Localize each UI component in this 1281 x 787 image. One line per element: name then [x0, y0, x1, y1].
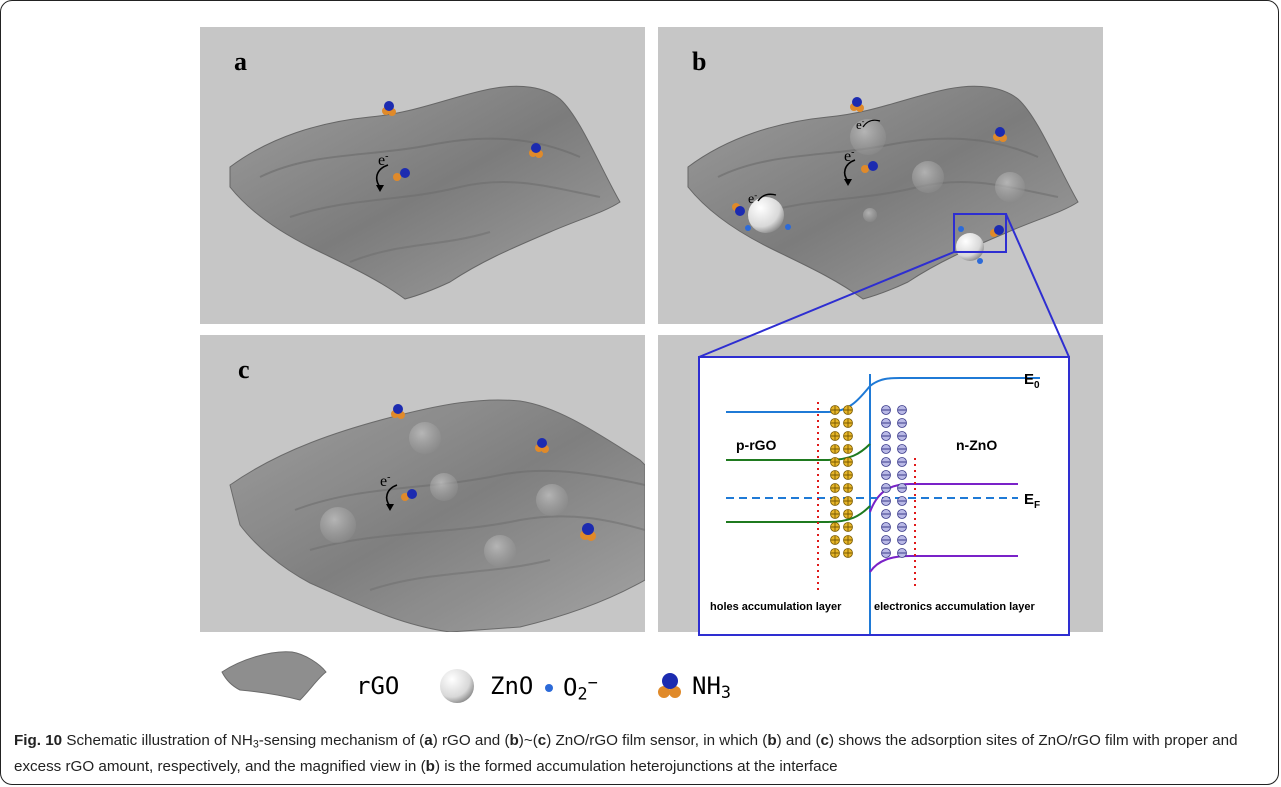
- zno-particle: [956, 233, 984, 261]
- zno-particle: [748, 197, 784, 233]
- nh3-molecule: [391, 404, 405, 419]
- nh3-molecule: [990, 225, 1004, 237]
- panel-label-a: a: [234, 47, 247, 76]
- legend-rgo-label: rGO: [356, 672, 400, 700]
- band-green-upper: [726, 443, 871, 461]
- band-purple-lower: [869, 555, 1018, 573]
- label-holes-layer: holes accumulation layer: [710, 601, 842, 613]
- band-green-lower: [726, 505, 871, 523]
- electron-label: e-: [380, 472, 390, 490]
- label-n-zno: n-ZnO: [956, 437, 997, 453]
- nh3-molecule: [401, 489, 417, 501]
- figure-caption: Fig. 10 Schematic illustration of NH3-se…: [14, 732, 1238, 775]
- zno-particle: [995, 172, 1025, 202]
- nh3-molecule: [382, 101, 396, 116]
- panel-b: e- e- e- b: [658, 27, 1103, 324]
- nh3-molecule: [993, 127, 1007, 142]
- o2-ion: [745, 225, 751, 231]
- band-e0: [726, 377, 1040, 413]
- label-e0: E0: [1024, 371, 1040, 391]
- nh3-molecule: [535, 438, 549, 453]
- svg-text:e-: e-: [856, 117, 865, 132]
- figure-number: Fig. 10: [14, 732, 63, 749]
- zno-rgo-illustration-b: e- e- e-: [687, 85, 1079, 300]
- electron-charges: [881, 405, 907, 558]
- legend-zno-label: ZnO: [490, 672, 534, 700]
- panel-label-c: c: [238, 355, 250, 384]
- rgo-sheet-illustration-a: e-: [229, 85, 621, 300]
- legend-nh3-label: NH3: [692, 672, 732, 703]
- zno-rgo-illustration-c: e-: [229, 399, 645, 632]
- zno-particle: [409, 422, 441, 454]
- electron-label: e-: [378, 151, 388, 169]
- band-diagram: E0 EF p-rGO n-ZnO holes accumulation lay…: [710, 371, 1040, 634]
- electron-transfer-arrow: [375, 164, 389, 188]
- label-electronics-layer: electronics accumulation layer: [874, 601, 1036, 613]
- o2-ion: [977, 258, 983, 264]
- nh3-molecule: [850, 97, 864, 112]
- label-ef: EF: [1024, 491, 1040, 511]
- zno-particle: [912, 161, 944, 193]
- nh3-molecule: [732, 203, 745, 216]
- label-p-rgo: p-rGO: [736, 437, 777, 453]
- legend-o2-label: O2−: [563, 672, 598, 704]
- nh3-molecule: [580, 523, 596, 541]
- band-purple-upper: [869, 483, 1018, 513]
- panel-a: e- a: [200, 27, 645, 324]
- nh3-molecule: [529, 143, 543, 158]
- o2-ion: [958, 226, 964, 232]
- nh3-molecule: [861, 161, 878, 173]
- o2-ion: [785, 224, 791, 230]
- zno-particle: [320, 507, 356, 543]
- zno-particle: [850, 119, 886, 155]
- hole-charges: [830, 405, 853, 558]
- band-diagram-inset: E0 EF p-rGO n-ZnO holes accumulation lay…: [698, 356, 1070, 636]
- zno-particle: [536, 484, 568, 516]
- panel-c: e- c: [200, 335, 645, 632]
- electron-label: e-: [844, 147, 854, 165]
- zno-particle: [863, 208, 877, 222]
- svg-text:e-: e-: [748, 190, 757, 207]
- zno-particle: [430, 473, 458, 501]
- zno-particle: [484, 535, 516, 567]
- panel-label-b: b: [692, 47, 707, 76]
- nh3-molecule: [393, 168, 410, 181]
